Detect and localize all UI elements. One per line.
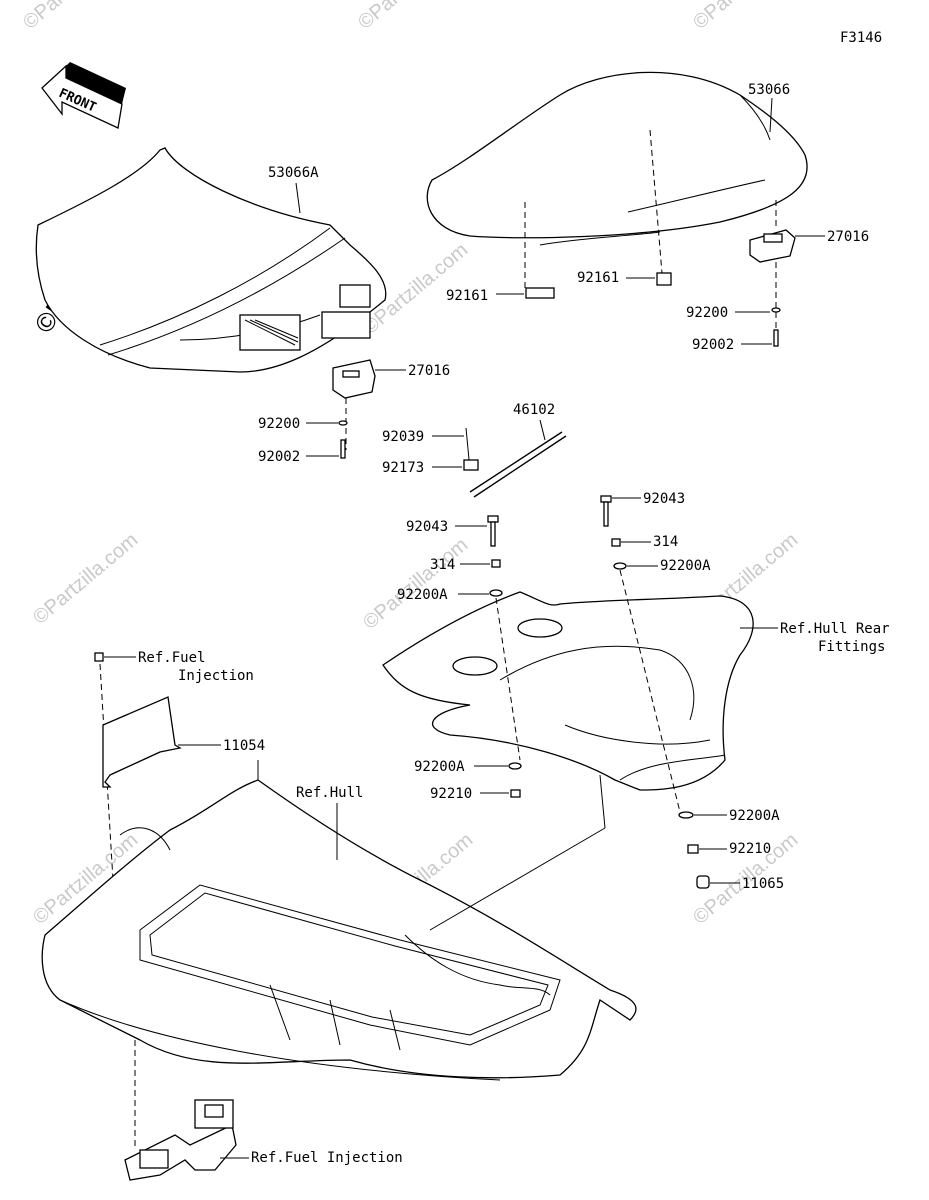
callout-92161-mid: 92161 bbox=[577, 270, 619, 286]
callout-27016-left: 27016 bbox=[408, 363, 450, 379]
callout-314-left: 314 bbox=[430, 557, 455, 573]
watermark-text: ©Partzilla.com bbox=[19, 0, 132, 34]
figure-code: F3146 bbox=[840, 30, 882, 46]
callout-53066a: 53066A bbox=[268, 165, 319, 181]
clip-92161-left bbox=[525, 287, 555, 299]
bracket-27016-right bbox=[749, 229, 796, 263]
callout-53066: 53066 bbox=[748, 82, 790, 98]
clip-92161-mid bbox=[656, 272, 672, 286]
washer-92200-left bbox=[338, 420, 348, 426]
bracket-11054 bbox=[102, 696, 182, 788]
callout-92210-left: 92210 bbox=[430, 786, 472, 802]
cap-11065 bbox=[696, 875, 710, 889]
watermark-text: ©Partzilla.com bbox=[359, 534, 472, 634]
callout-92043-right: 92043 bbox=[643, 491, 685, 507]
nut-92210-left bbox=[510, 789, 521, 798]
callout-11054: 11054 bbox=[223, 738, 265, 754]
bolt-92002-right bbox=[773, 329, 779, 347]
callout-92200a-lower-right: 92200A bbox=[729, 808, 780, 824]
callout-92200-right: 92200 bbox=[686, 305, 728, 321]
callout-ref-hull-rear-1: Ref.Hull Rear bbox=[780, 621, 890, 637]
callout-314-right: 314 bbox=[653, 534, 678, 550]
callout-ref-fuel-1: Ref.Fuel bbox=[138, 650, 205, 666]
watermark-text: ©Partzilla.com bbox=[29, 529, 142, 629]
strap-46102 bbox=[463, 427, 567, 498]
front-arrow-icon: FRONT bbox=[41, 62, 126, 129]
callout-92200a-left: 92200A bbox=[397, 587, 448, 603]
bolt-92002-left bbox=[340, 439, 346, 459]
callout-ref-hull-rear-2: Fittings bbox=[818, 639, 885, 655]
front-seat-53066a bbox=[35, 147, 387, 373]
callout-27016-right: 27016 bbox=[827, 229, 869, 245]
washer-92200a-lower-right bbox=[678, 811, 694, 819]
bracket-ref-fuel-bottom bbox=[124, 1099, 237, 1181]
bracket-27016-left bbox=[332, 359, 376, 399]
bolt-stack-left bbox=[487, 515, 503, 597]
callout-92039: 92039 bbox=[382, 429, 424, 445]
callout-ref-hull: Ref.Hull bbox=[296, 785, 363, 801]
washer-92200a-lower bbox=[508, 762, 522, 770]
callout-92043-left: 92043 bbox=[406, 519, 448, 535]
watermark-text: ©Partzilla.com bbox=[689, 0, 802, 34]
bolt-ref-fuel bbox=[94, 652, 104, 662]
callout-92161-left: 92161 bbox=[446, 288, 488, 304]
callout-92200-left: 92200 bbox=[258, 416, 300, 432]
callout-11065: 11065 bbox=[742, 876, 784, 892]
callout-46102: 46102 bbox=[513, 402, 555, 418]
callout-92200a-right: 92200A bbox=[660, 558, 711, 574]
callout-ref-fuel-bottom: Ref.Fuel Injection bbox=[251, 1150, 403, 1166]
watermark-text: ©Partzilla.com bbox=[354, 0, 467, 34]
callout-92173: 92173 bbox=[382, 460, 424, 476]
nut-92210-right bbox=[687, 844, 699, 854]
hull-ref bbox=[41, 760, 637, 1081]
rear-seat-53066 bbox=[426, 71, 808, 246]
callout-ref-fuel-2: Injection bbox=[178, 668, 254, 684]
callout-92002-right: 92002 bbox=[692, 337, 734, 353]
bolt-stack-right bbox=[600, 495, 627, 570]
callout-92200a-lower: 92200A bbox=[414, 759, 465, 775]
callout-92210-right: 92210 bbox=[729, 841, 771, 857]
storage-tray bbox=[382, 591, 754, 791]
washer-92200-right bbox=[771, 307, 781, 313]
callout-92002-left: 92002 bbox=[258, 449, 300, 465]
